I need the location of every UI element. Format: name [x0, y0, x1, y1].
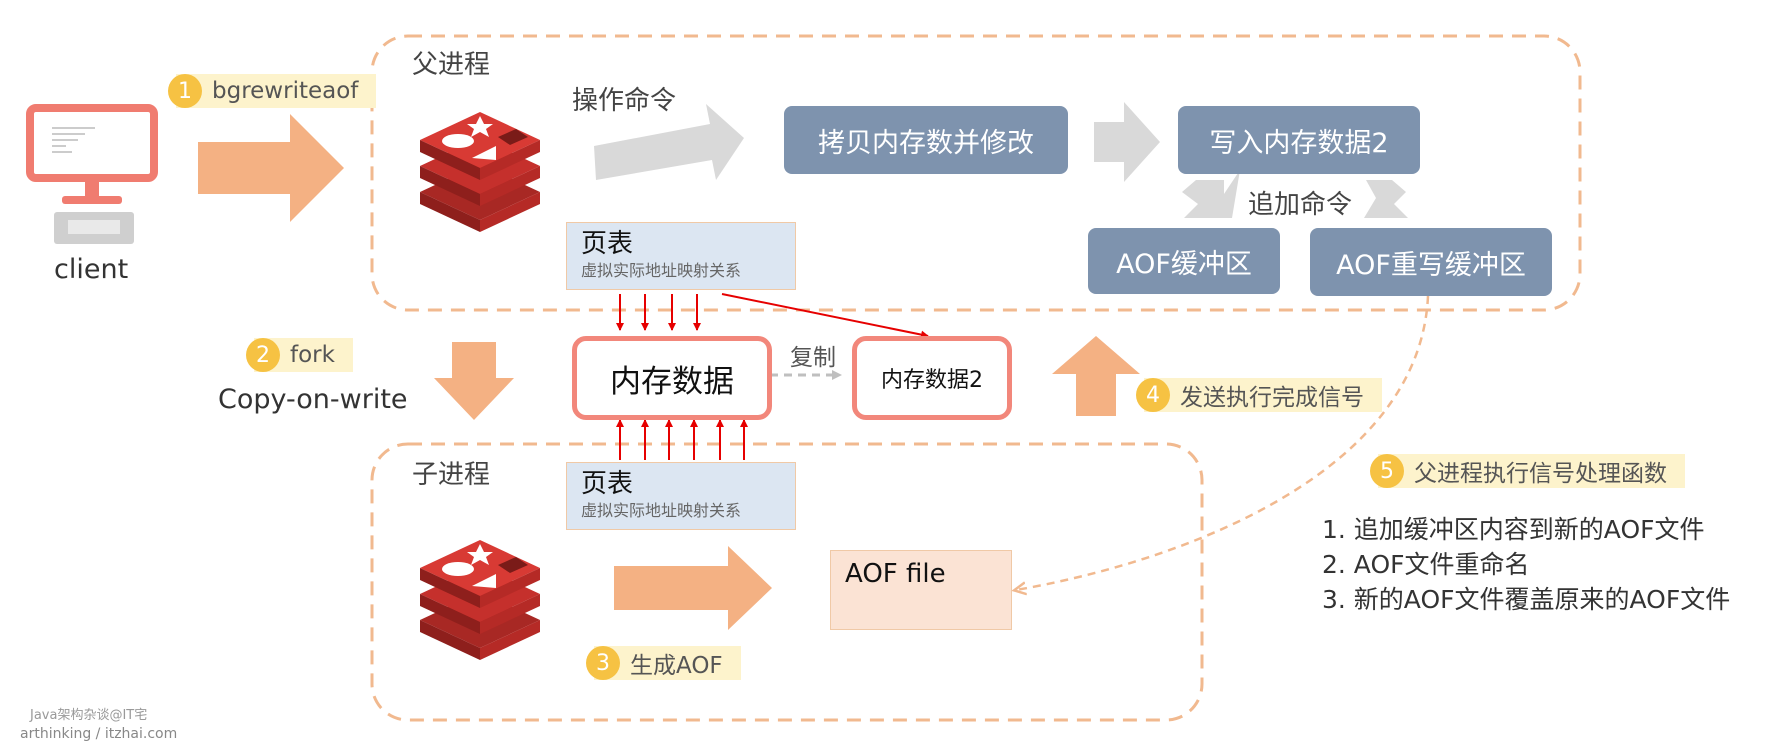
- parent-process-region: [370, 34, 1582, 312]
- handler-steps-list: 1. 追加缓冲区内容到新的AOF文件 2. AOF文件重命名 3. 新的AOF文…: [1322, 512, 1778, 617]
- step-label: 生成AOF: [630, 653, 723, 679]
- operation-label: 操作命令: [572, 86, 677, 116]
- page-table-subtitle: 虚拟实际地址映射关系: [581, 501, 742, 520]
- watermark-line-1: Java架构杂谈@IT宅: [30, 708, 148, 723]
- page-table-pointers-top: [616, 293, 929, 339]
- memory-data-box: 内存数据: [572, 336, 772, 420]
- handler-step: 2. AOF文件重命名: [1322, 550, 1530, 579]
- signal-arrow: [1052, 336, 1140, 416]
- child-process-region: [370, 442, 1204, 722]
- monitor-icon: [26, 104, 158, 204]
- append-arrow-right: [1364, 180, 1408, 218]
- aof-file-box: AOF file: [830, 550, 1012, 630]
- write-memory2-box: 写入内存数据2: [1178, 106, 1420, 174]
- request-arrow: [198, 114, 344, 222]
- append-command-label: 追加命令: [1248, 190, 1353, 220]
- page-table-subtitle: 虚拟实际地址映射关系: [581, 261, 742, 280]
- step-1-badge: 1 bgrewriteaof: [168, 74, 377, 108]
- step-3-badge: 3 生成AOF: [586, 646, 741, 680]
- step-number: 2: [246, 338, 280, 372]
- parent-process-title: 父进程: [412, 50, 491, 80]
- memory-data2-box: 内存数据2: [852, 336, 1012, 420]
- client-label: client: [54, 254, 129, 285]
- step-2-badge: 2 fork: [246, 338, 353, 372]
- redis-logo-icon: [420, 112, 540, 232]
- watermark-line-2: arthinking / itzhai.com: [20, 726, 178, 742]
- copy-modify-box: 拷贝内存数并修改: [784, 106, 1068, 174]
- page-table-title: 页表: [581, 469, 634, 499]
- handler-step: 3. 新的AOF文件覆盖原来的AOF文件: [1322, 585, 1731, 614]
- write-arrow: [1094, 102, 1160, 182]
- rewrite-to-file-curve: [1016, 295, 1430, 590]
- step-number: 1: [168, 74, 202, 108]
- aof-file-label: AOF file: [845, 559, 946, 589]
- append-arrow-left: [1182, 170, 1240, 218]
- aof-buffer-box: AOF缓冲区: [1088, 228, 1280, 294]
- step-label: fork: [290, 342, 335, 368]
- copy-on-write-label: Copy-on-write: [218, 384, 408, 415]
- step-number: 4: [1136, 378, 1170, 412]
- step-label: 发送执行完成信号: [1180, 385, 1364, 411]
- child-process-title: 子进程: [412, 460, 491, 490]
- step-5-badge: 5 父进程执行信号处理函数: [1370, 454, 1685, 488]
- operation-arrow: [594, 104, 744, 180]
- copy-label: 复制: [790, 345, 836, 371]
- redis-logo-icon: [420, 540, 540, 660]
- step-label: 父进程执行信号处理函数: [1414, 461, 1667, 487]
- step-number: 5: [1370, 454, 1404, 488]
- page-table-top: 页表 虚拟实际地址映射关系: [566, 222, 796, 290]
- page-table-bottom: 页表 虚拟实际地址映射关系: [566, 462, 796, 530]
- aof-rewrite-buffer-box: AOF重写缓冲区: [1310, 228, 1552, 296]
- page-table-pointers-bottom: [616, 419, 748, 460]
- page-table-title: 页表: [581, 229, 634, 259]
- step-4-badge: 4 发送执行完成信号: [1136, 378, 1382, 412]
- generate-aof-arrow: [614, 546, 772, 630]
- keyboard-icon: [54, 212, 134, 244]
- fork-arrow: [434, 342, 514, 420]
- handler-step: 1. 追加缓冲区内容到新的AOF文件: [1322, 515, 1705, 544]
- step-label: bgrewriteaof: [212, 78, 359, 104]
- step-number: 3: [586, 646, 620, 680]
